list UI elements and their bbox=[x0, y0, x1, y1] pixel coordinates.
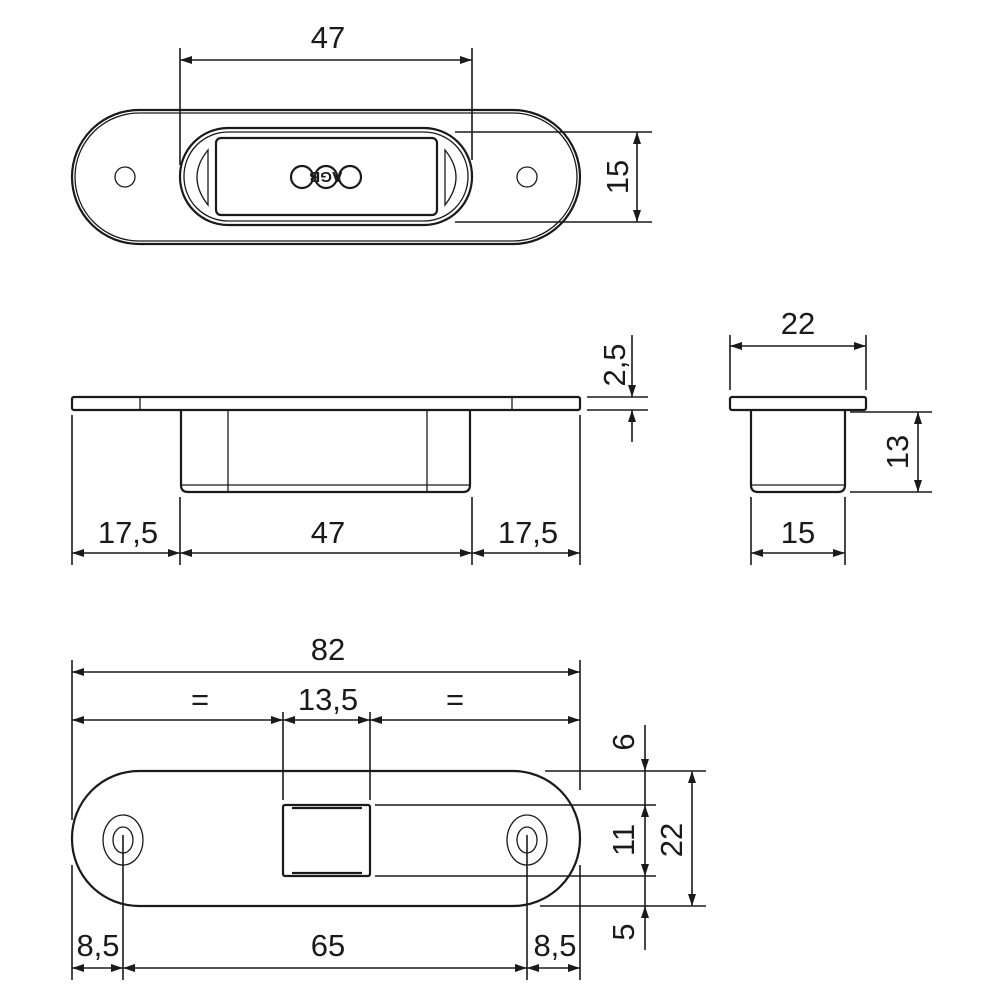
dimension-label-body-depth: 13 bbox=[880, 435, 915, 469]
dimension-label-height: 15 bbox=[600, 160, 635, 194]
strike-plate-outline bbox=[70, 108, 582, 246]
plate-end bbox=[728, 395, 868, 412]
top-view: AGB 47 15 bbox=[70, 20, 652, 246]
side-view: 17,5 47 17,5 2,5 bbox=[70, 335, 648, 565]
dimension-label-bottom-offset: 5 bbox=[606, 923, 641, 940]
dimension-label-thickness: 2,5 bbox=[597, 343, 632, 386]
screw-hole-right bbox=[516, 166, 538, 188]
dimension-label-plate-width: 22 bbox=[781, 306, 815, 341]
svg-text:AGB: AGB bbox=[309, 168, 343, 185]
dimension-label-square: 13,5 bbox=[298, 682, 358, 717]
dimension-label-hole-spacing: 65 bbox=[311, 928, 345, 963]
body-end bbox=[749, 410, 847, 494]
dimension-label-overall: 82 bbox=[311, 632, 345, 667]
dimension-label-top-offset: 6 bbox=[606, 733, 641, 750]
agb-logo: AGB bbox=[289, 164, 363, 190]
bottom-view: 82 = 13,5 = 6 11 22 5 8,5 65 8,5 bbox=[70, 632, 706, 980]
screw-hole-left bbox=[114, 166, 136, 188]
plate-bottom bbox=[70, 769, 582, 908]
dimension-label-equal-right: = bbox=[446, 682, 464, 717]
recess-outline bbox=[178, 126, 474, 227]
dimension-label-right: 17,5 bbox=[498, 515, 558, 550]
body-side bbox=[179, 410, 472, 494]
dimension-label-left: 17,5 bbox=[98, 515, 158, 550]
dimension-label-body-width: 15 bbox=[781, 515, 815, 550]
magnet-insert bbox=[214, 136, 439, 217]
dimension-label-center: 47 bbox=[311, 515, 345, 550]
dimension-label-hole-left: 8,5 bbox=[76, 928, 119, 963]
plate-side bbox=[70, 395, 582, 412]
square-recess bbox=[281, 803, 372, 878]
dimension-label-square-height: 11 bbox=[606, 824, 641, 856]
dimension-label-hole-right: 8,5 bbox=[533, 928, 576, 963]
dimension-label-length: 47 bbox=[311, 20, 345, 55]
dimension-label-equal-left: = bbox=[191, 682, 209, 717]
dimension-label-plate-height: 22 bbox=[654, 823, 689, 857]
end-view: 22 15 13 bbox=[728, 306, 932, 565]
